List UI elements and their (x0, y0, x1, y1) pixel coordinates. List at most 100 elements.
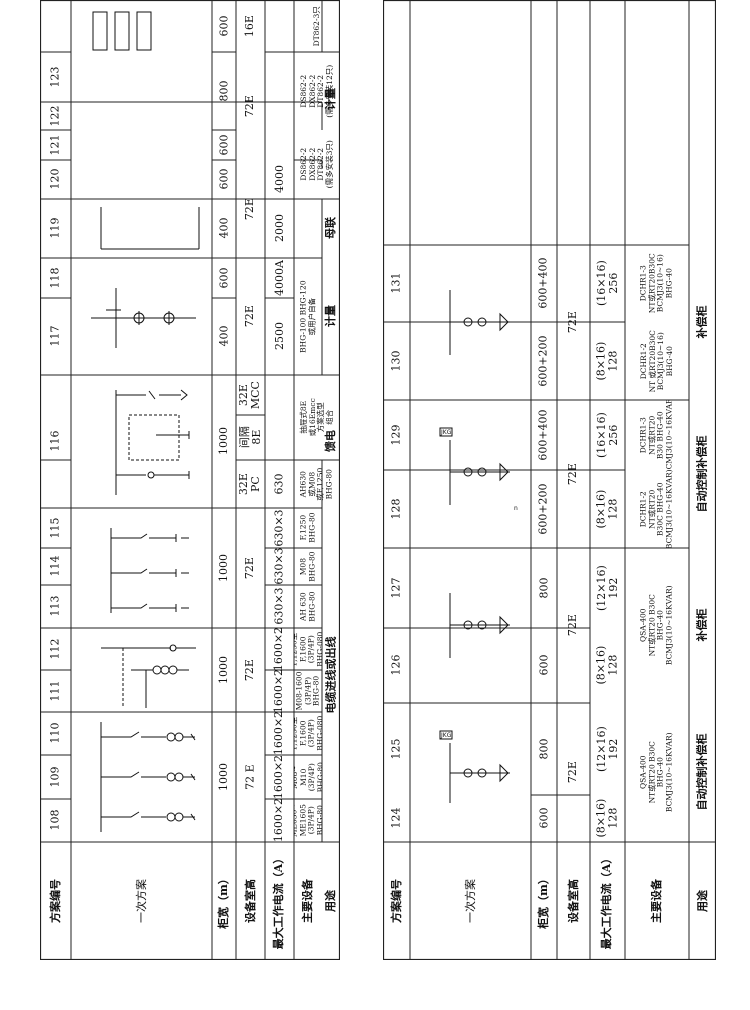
scheme-no: 124 (389, 808, 403, 829)
current-115: 630×3 (272, 509, 286, 547)
width-121: 600 (216, 134, 230, 156)
one-line-diagram-128-129: JKG n (439, 427, 518, 512)
width-131: 600+400 (536, 257, 550, 310)
width-128: 600+200 (536, 483, 550, 535)
equipment-124-125: QSA-400 NT或RT20 B30C BHG-40 BCMJ3(10~16K… (638, 732, 674, 813)
header-main-equipment: 主要设备 (300, 879, 314, 923)
height-121-122: 72E (243, 94, 257, 118)
equipment-128: DCHR1-2 NT或RT20 B30C BHG-40 BCMJ3(10~16K… (638, 470, 674, 548)
one-line-diagram-119-120 (100, 207, 200, 250)
width-113-115: 1000 (216, 554, 230, 582)
scheme-no: 114 (48, 556, 62, 577)
one-line-diagram-124-125: JKG (439, 730, 510, 803)
scheme-no: 109 (48, 766, 62, 788)
current-120: 4000 (272, 165, 286, 194)
width-125: 800 (536, 738, 550, 760)
height-123: 16E (243, 14, 257, 38)
equipment-114: M08 BHG-80 (298, 551, 317, 582)
height-116-gap: 间隔 8E (237, 426, 263, 449)
current-109: 1600×2 (272, 755, 286, 799)
current-127: (12×16) 192 (594, 565, 620, 611)
header-max-current: 最大工作电流（A） (272, 852, 286, 950)
mark-n: n (514, 505, 518, 512)
equipment-109: M08~ M10 (3P/4P) BHG-80 (294, 761, 322, 793)
current-113: 630×3 (272, 587, 286, 626)
current-128: (8×16) 128 (594, 489, 620, 529)
equipment-126-127: QSA-400 NT或RT20 B30C BHG-40 BCMJ3(10~16K… (638, 585, 674, 666)
height-130-131: 72E (566, 311, 580, 334)
table-2: 方案编号 一次方案 柜宽（m） 设备室高 最大工作电流（A） 主要设备 用途 1… (383, 0, 716, 960)
scheme-no: 121 (48, 134, 62, 156)
width-120: 600 (216, 169, 230, 190)
scheme-no: 130 (389, 350, 403, 372)
jkg-label: JKG (440, 732, 452, 739)
width-119: 400 (216, 218, 230, 239)
usage-116: 馈电 (323, 430, 337, 453)
width-117: 400 (216, 326, 230, 347)
scheme-no: 127 (389, 577, 403, 599)
scheme-no: 119 (48, 218, 62, 239)
one-line-diagram-113-115 (110, 528, 189, 613)
usage-130-131: 补偿柜 (695, 306, 709, 339)
equipment-131: DCHR1-3 NT或RT20B30C BCMJ3(10~16) BHG-40 (638, 253, 674, 314)
usage-126-127: 补偿柜 (695, 609, 709, 642)
current-117: 2500 (272, 322, 286, 351)
equipment-113: AH 630 BHG-80 (298, 591, 317, 622)
table-1: 方案编号 一次方案 柜宽（m） 设备室高 最大工作电流（A） 主要设备 用途 1… (40, 0, 340, 960)
current-110: 1600×2 (272, 712, 286, 755)
height-116-pc: 32E PC (237, 472, 263, 496)
current-125: (12×16) 192 (594, 726, 620, 772)
current-126: (8×16) 128 (594, 646, 620, 685)
current-114: 630×3 (272, 548, 286, 585)
height-113-115: 72E (243, 556, 257, 580)
width-123: 600 (216, 15, 230, 37)
header-main-equipment: 主要设备 (649, 879, 663, 923)
header-max-current: 最大工作电流（A） (600, 852, 614, 950)
height-116-mcc: 32E MCC (237, 380, 263, 410)
scheme-no: 122 (48, 105, 62, 127)
scheme-no: 120 (48, 169, 62, 190)
current-111: 1600×2 (272, 670, 286, 712)
height-128-129: 72E (566, 462, 580, 486)
scheme-no: 131 (389, 273, 403, 294)
scheme-no: 116 (48, 431, 62, 452)
scheme-no: 112 (48, 638, 62, 660)
equipment-129: DCHR1-3 NT或RT20 B30 BHG-40 BCMJ3(10~16KV… (638, 400, 674, 470)
height-126-127: 72E (566, 614, 580, 637)
jkg-label: JKG (440, 429, 452, 436)
current-130: (8×16) 128 (594, 341, 620, 381)
equipment-111: M08-1600 (3P/4P) BHG-80 (294, 671, 321, 711)
scheme-no: 125 (389, 738, 403, 760)
scheme-no: 113 (48, 596, 62, 617)
usage-119-120: 母联 (323, 217, 337, 240)
header-scheme-no: 方案编号 (48, 879, 62, 923)
current-112: 1600×2 (272, 628, 286, 670)
usage-124-125: 自动控制补偿柜 (695, 734, 709, 811)
one-line-diagram-116 (115, 389, 190, 495)
width-122: 800 (216, 80, 230, 102)
scheme-no: 128 (389, 498, 403, 520)
current-118: 4000A (272, 260, 286, 296)
width-127: 800 (536, 577, 550, 599)
one-line-diagram-121-123 (92, 11, 152, 51)
one-line-diagram-126-127 (449, 593, 510, 658)
width-116: 1000 (216, 427, 230, 456)
usage-121-123: 计量 (323, 88, 337, 111)
usage-117-118: 计量 (323, 305, 337, 328)
scheme-no: 117 (48, 326, 62, 347)
one-line-diagram-108-110 (100, 722, 196, 832)
current-129: (16×16) 256 (594, 412, 620, 458)
width-129: 600+400 (536, 409, 550, 461)
header-usage: 用途 (323, 890, 337, 912)
scheme-no: 110 (48, 723, 62, 744)
scheme-no: 111 (48, 680, 62, 702)
width-111-112: 1000 (216, 656, 230, 684)
scheme-no: 118 (48, 267, 62, 289)
equipment-115: F,1250 BHG-80 (298, 512, 317, 544)
header-cabinet-width: 柜宽（m） (216, 873, 230, 929)
scheme-no: 126 (389, 655, 403, 676)
header-primary-scheme: 一次方案 (463, 879, 477, 923)
height-117-118: 72E (243, 305, 257, 328)
scheme-no: 115 (48, 517, 62, 539)
equipment-117-118: BHG-100 BHG-120 或用户自备 (298, 280, 317, 353)
